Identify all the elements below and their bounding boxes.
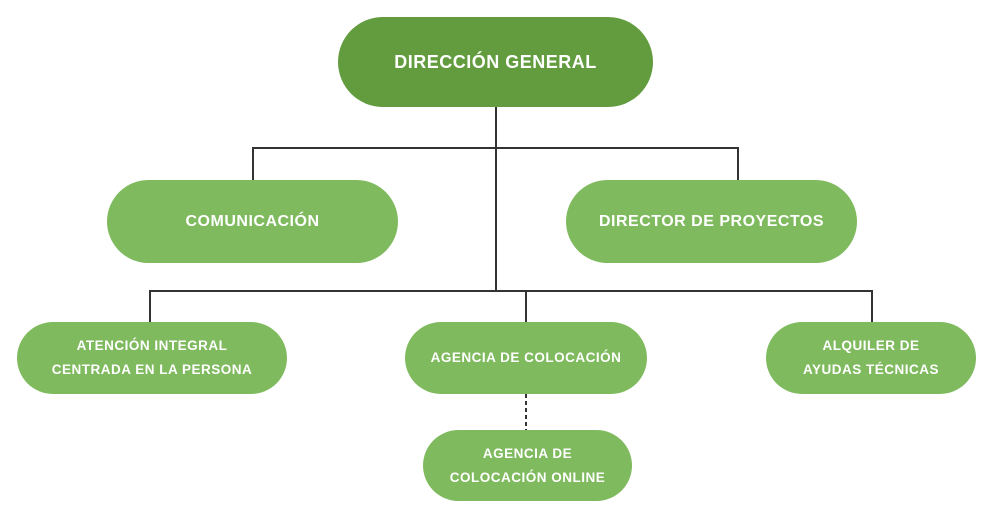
node-label-line1: ALQUILER DE [822, 338, 920, 353]
node-direccion-general: DIRECCIÓN GENERAL [338, 17, 653, 107]
node-label: COMUNICACIÓN [185, 212, 320, 230]
node-label-line2: AYUDAS TÉCNICAS [802, 362, 940, 377]
node-atencion-integral: ATENCIÓN INTEGRAL CENTRADA EN LA PERSONA [17, 322, 287, 394]
node-label-line1: ATENCIÓN INTEGRAL [76, 338, 228, 353]
node-agencia-colocacion: AGENCIA DE COLOCACIÓN [405, 322, 647, 394]
node-comunicacion: COMUNICACIÓN [107, 180, 398, 263]
node-label-line2: CENTRADA EN LA PERSONA [51, 362, 253, 377]
node-label: DIRECTOR DE PROYECTOS [598, 212, 825, 230]
node-agencia-colocacion-online: AGENCIA DE COLOCACIÓN ONLINE [423, 430, 632, 501]
node-label-line2: COLOCACIÓN ONLINE [449, 469, 606, 485]
node-label: DIRECCIÓN GENERAL [394, 51, 597, 72]
node-alquiler-ayudas: ALQUILER DE AYUDAS TÉCNICAS [766, 322, 976, 394]
node-director-proyectos: DIRECTOR DE PROYECTOS [566, 180, 857, 263]
node-label: AGENCIA DE COLOCACIÓN [430, 350, 622, 365]
node-label-line1: AGENCIA DE [482, 445, 573, 461]
